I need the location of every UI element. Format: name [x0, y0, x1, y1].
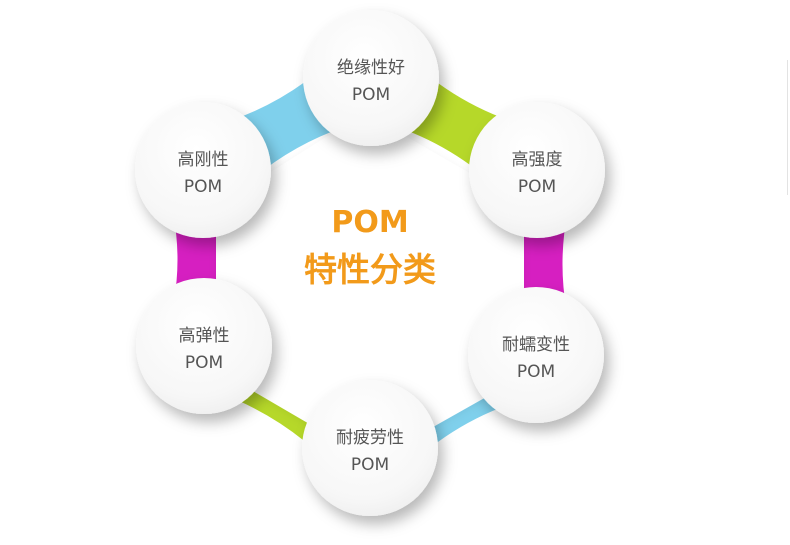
node-circle [302, 380, 438, 516]
node-circle [303, 10, 439, 146]
center-subtitle: 特性分类 [304, 250, 436, 289]
node-lower-right: 耐蠕变性 POM [468, 287, 604, 423]
node-circle [136, 278, 272, 414]
node-upper-right: 高强度 POM [469, 102, 605, 238]
node-top: 绝缘性好 POM [303, 10, 439, 146]
node-label: 绝缘性好 [337, 58, 405, 78]
node-label: 高弹性 [179, 326, 230, 346]
node-bottom: 耐疲劳性 POM [302, 380, 438, 516]
node-label: 耐蠕变性 [502, 335, 570, 355]
node-sub-label: POM [185, 353, 223, 373]
property-nodes: 绝缘性好 POM 高强度 POM 耐蠕变性 POM 耐疲劳性 POM 高弹性 POM 高刚性 POM [135, 10, 605, 516]
right-edge-divider [787, 60, 788, 195]
node-circle [469, 102, 605, 238]
node-circle [468, 287, 604, 423]
node-lower-left: 高弹性 POM [136, 278, 272, 414]
node-label: 高刚性 [178, 150, 229, 170]
node-upper-left: 高刚性 POM [135, 102, 271, 238]
node-sub-label: POM [517, 362, 555, 382]
node-label: 耐疲劳性 [336, 428, 404, 448]
node-sub-label: POM [518, 177, 556, 197]
center-title: POM [331, 205, 408, 240]
node-sub-label: POM [351, 455, 389, 475]
node-sub-label: POM [352, 85, 390, 105]
node-sub-label: POM [184, 177, 222, 197]
node-label: 高强度 [512, 150, 563, 170]
node-circle [135, 102, 271, 238]
